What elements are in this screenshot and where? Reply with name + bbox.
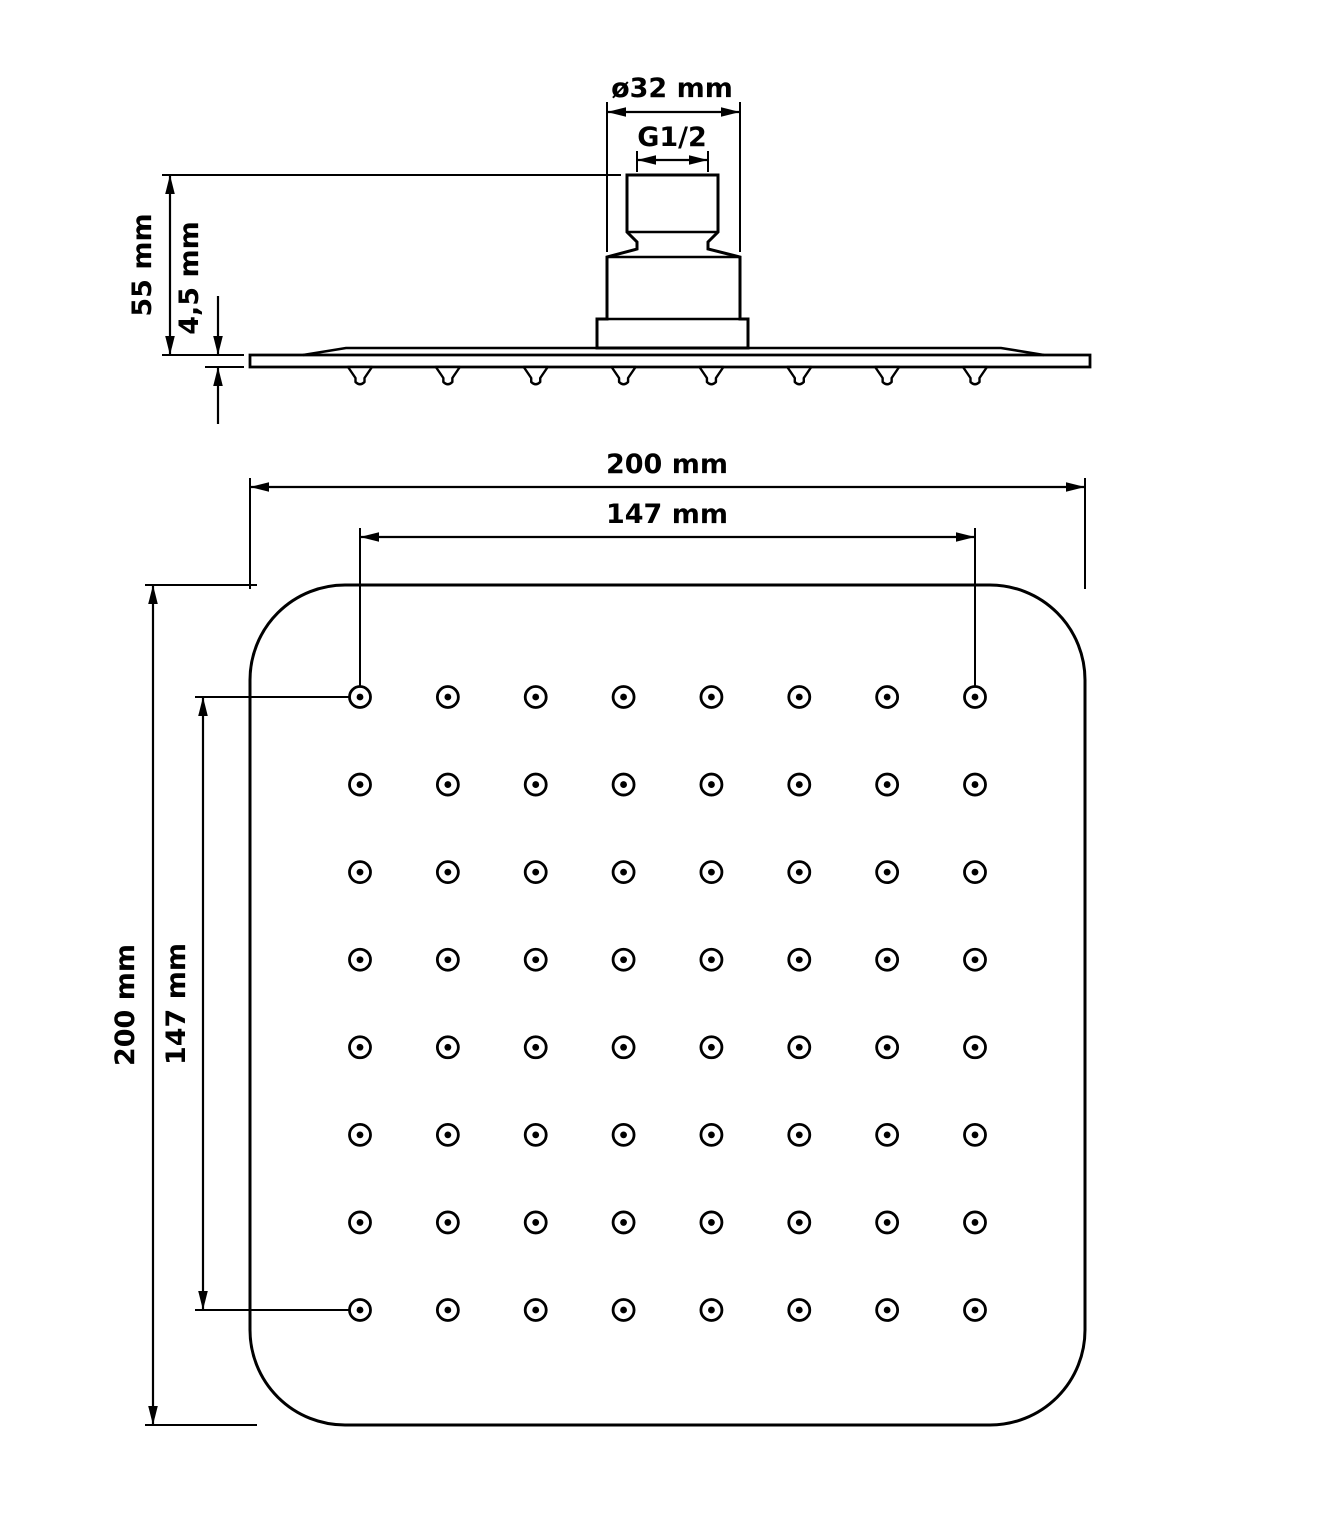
- nozzle-hole-center: [620, 1043, 627, 1051]
- nozzle-hole-center: [356, 781, 364, 788]
- nozzle-hole-center: [883, 1306, 891, 1314]
- dim-label-thread: G1/2: [637, 122, 707, 153]
- nozzle-hole-center: [444, 956, 452, 964]
- nozzle-hole-center: [620, 781, 627, 788]
- nozzle-grid: [348, 685, 987, 1322]
- nozzle-hole-center: [795, 1219, 803, 1226]
- dim-ext-nozzle-span-height: [195, 696, 349, 1311]
- nozzle-hole-center: [708, 781, 715, 788]
- nozzle-hole-center: [883, 693, 891, 701]
- nozzle-hole-center: [444, 1306, 452, 1314]
- nozzle-profiles: [346, 365, 989, 386]
- nozzle-hole-center: [795, 1131, 803, 1139]
- dim-ext-plan-width: [249, 478, 1086, 589]
- nozzle-hole-center: [883, 956, 891, 964]
- nozzle-hole-center: [883, 1043, 891, 1051]
- nozzle-hole-center: [532, 868, 540, 876]
- nozzle-hole-center: [532, 693, 540, 701]
- nozzle-hole-center: [971, 1306, 979, 1314]
- nozzle-hole-center: [356, 868, 364, 876]
- nozzle-hole-center: [971, 868, 979, 876]
- nozzle-hole-center: [532, 1306, 540, 1314]
- nozzle-hole-center: [620, 693, 627, 701]
- dimensions: ø32 mm G1/2 55 mm 4,5 mm 200 mm 147 mm: [110, 73, 1086, 1426]
- nozzle-hole-center: [795, 693, 803, 701]
- nozzle-hole-center: [620, 1219, 627, 1226]
- nozzle-hole-center: [532, 1131, 540, 1139]
- dim-label-connector-diameter: ø32 mm: [611, 73, 733, 104]
- nozzle-hole-center: [444, 693, 452, 701]
- nozzle-profile: [786, 365, 813, 386]
- nozzle-profile: [434, 365, 462, 386]
- dim-label-nozzle-span-height: 147 mm: [161, 943, 192, 1065]
- nozzle-hole-center: [971, 781, 979, 788]
- nozzle-hole-center: [356, 1306, 364, 1314]
- nozzle-hole-center: [444, 1219, 452, 1226]
- connector-profile: [595, 173, 750, 350]
- nozzle-hole-center: [708, 956, 715, 964]
- nozzle-hole-center: [444, 1043, 452, 1051]
- shower-plate-face: [248, 583, 1087, 1427]
- nozzle-hole-center: [708, 1219, 715, 1226]
- nozzle-hole-center: [356, 1219, 364, 1226]
- dim-label-plan-width: 200 mm: [606, 449, 728, 480]
- nozzle-hole-center: [356, 1043, 364, 1051]
- dim-ext-connector-diameter: [606, 102, 741, 252]
- nozzle-profile: [873, 365, 901, 386]
- nozzle-hole-center: [883, 868, 891, 876]
- nozzle-hole-center: [795, 956, 803, 964]
- nozzle-hole-center: [444, 781, 452, 788]
- nozzle-hole-center: [444, 868, 452, 876]
- nozzle-hole-center: [532, 781, 540, 788]
- nozzle-hole-center: [795, 1043, 803, 1051]
- nozzle-hole-center: [708, 693, 715, 701]
- nozzle-hole-center: [356, 956, 364, 964]
- dim-label-overall-height: 55 mm: [127, 213, 158, 316]
- plate-profile: [248, 353, 1092, 369]
- nozzle-hole-center: [444, 1131, 452, 1139]
- plan-view: [248, 583, 1087, 1427]
- dim-ext-overall-height: [162, 174, 621, 356]
- nozzle-hole-center: [883, 781, 891, 788]
- dim-ext-thread: [636, 151, 709, 172]
- nozzle-hole-center: [708, 1043, 715, 1051]
- nozzle-profile: [610, 365, 637, 386]
- nozzle-hole-center: [971, 1219, 979, 1226]
- nozzle-hole-center: [708, 1306, 715, 1314]
- nozzle-hole-center: [883, 1131, 891, 1139]
- nozzle-hole-center: [532, 956, 540, 964]
- side-view: [248, 173, 1092, 386]
- nozzle-hole-center: [795, 1306, 803, 1314]
- nozzle-hole-center: [356, 1131, 364, 1139]
- nozzle-hole-center: [971, 693, 979, 701]
- nozzle-hole-center: [620, 1306, 627, 1314]
- nozzle-hole-center: [795, 781, 803, 788]
- nozzle-hole-center: [795, 868, 803, 876]
- nozzle-hole-center: [356, 693, 364, 701]
- nozzle-hole-center: [971, 1043, 979, 1051]
- dim-ext-plan-height: [145, 584, 257, 1426]
- nozzle-profile: [961, 365, 989, 386]
- nozzle-hole-center: [708, 1131, 715, 1139]
- dim-ext-nozzle-span-width: [359, 528, 976, 686]
- nozzle-hole-center: [532, 1043, 540, 1051]
- nozzle-hole-center: [883, 1219, 891, 1226]
- nozzle-hole-center: [971, 1131, 979, 1139]
- dim-label-nozzle-span-width: 147 mm: [606, 499, 728, 530]
- nozzle-hole-center: [532, 1219, 540, 1226]
- nozzle-hole-center: [620, 956, 627, 964]
- nozzle-profile: [522, 365, 549, 386]
- nozzle-profile: [698, 365, 725, 386]
- nozzle-hole-center: [620, 1131, 627, 1139]
- nozzle-hole-center: [708, 868, 715, 876]
- nozzle-hole-center: [971, 956, 979, 964]
- dim-label-plate-thickness: 4,5 mm: [174, 221, 205, 335]
- nozzle-profile: [346, 365, 374, 386]
- nozzle-hole-center: [620, 868, 627, 876]
- dim-label-plan-height: 200 mm: [110, 944, 141, 1066]
